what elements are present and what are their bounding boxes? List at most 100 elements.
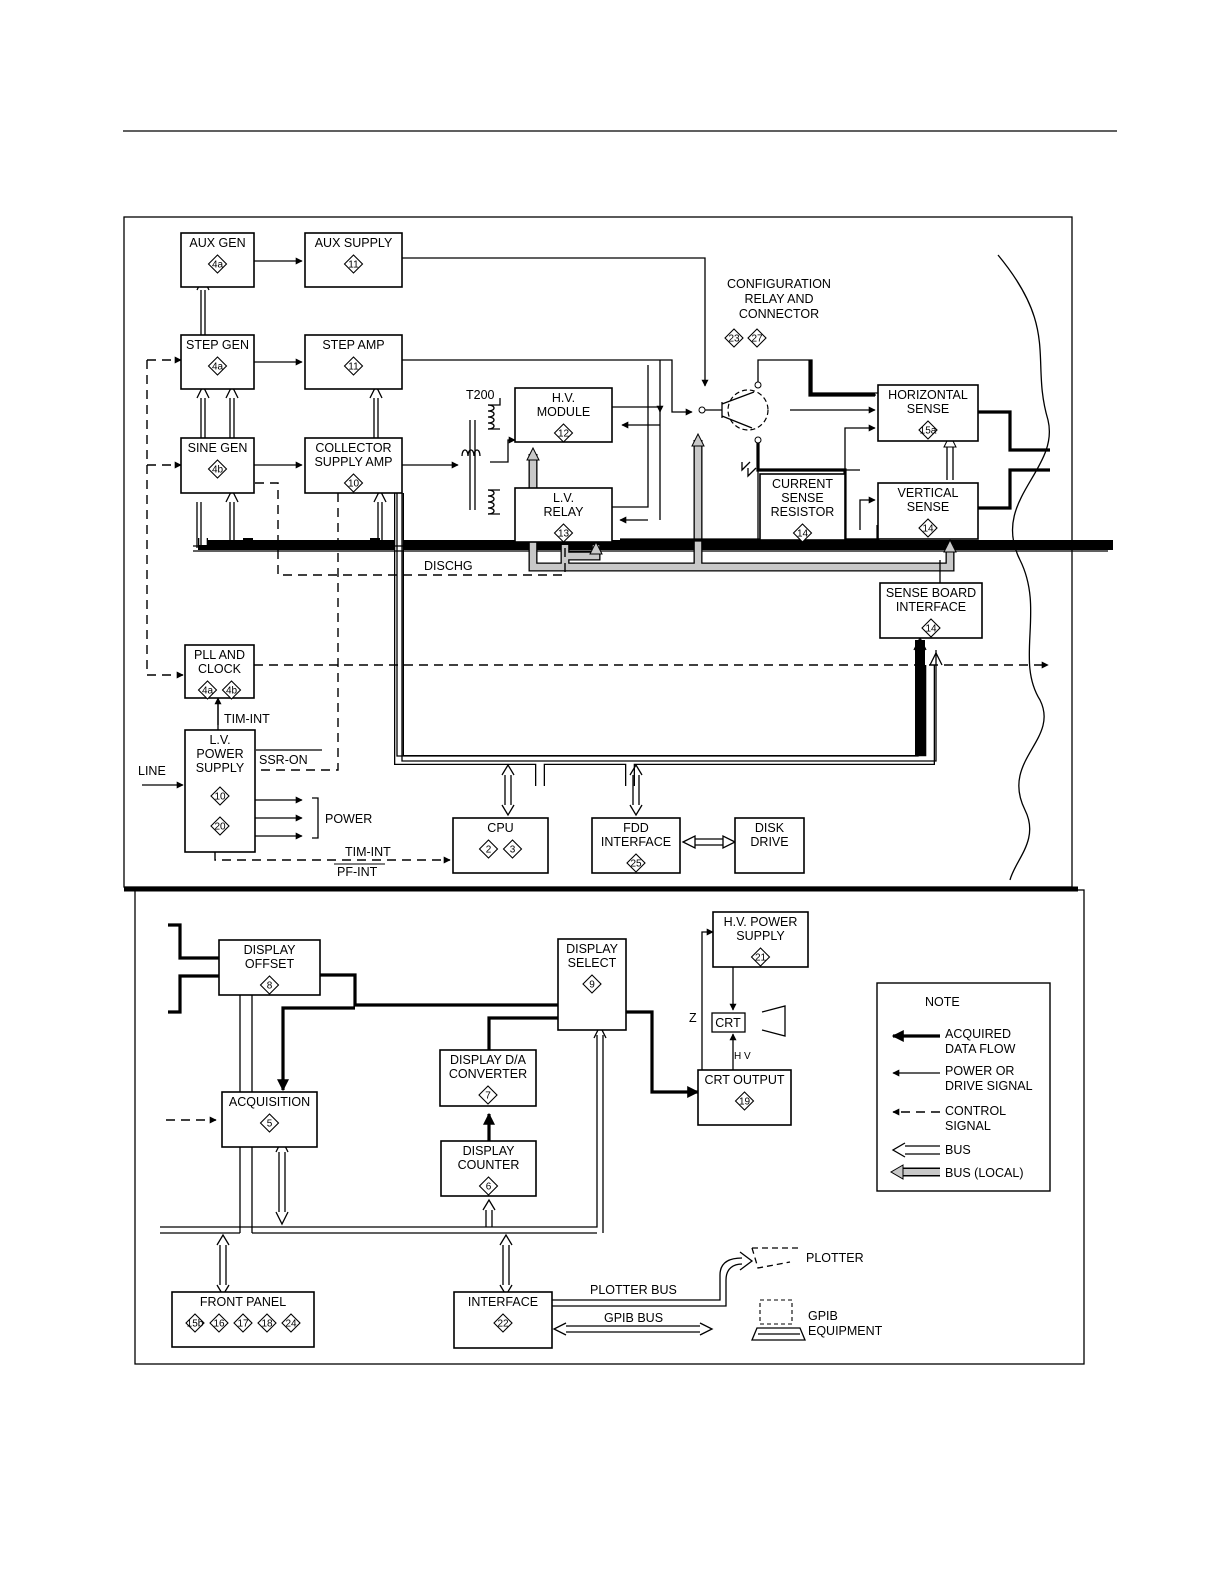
- svg-text:18: 18: [261, 1319, 273, 1330]
- block-hv-module: H.V.MODULE 12: [514, 387, 613, 443]
- block-fdd-interface-label-1: FDD: [623, 821, 649, 835]
- svg-text:14: 14: [922, 524, 934, 535]
- ref-marker-13: 13: [553, 523, 574, 543]
- tim-int-upper-label: TIM-INT: [224, 712, 270, 726]
- block-hv-module-label-2: MODULE: [537, 405, 590, 419]
- svg-text:13: 13: [558, 529, 570, 540]
- power-label: POWER: [325, 812, 372, 826]
- block-lv-relay-label-1: L.V.: [553, 491, 574, 505]
- svg-text:10: 10: [214, 792, 226, 803]
- legend: NOTE ACQUIRED DATA FLOW POWER OR DRIVE S…: [876, 982, 1051, 1192]
- block-display-offset-label-2: OFFSET: [245, 957, 295, 971]
- configuration-label-1: CONFIGURATION: [727, 277, 831, 291]
- block-pll-clock-label-1: PLL AND: [194, 648, 245, 662]
- svg-text:4a: 4a: [212, 362, 224, 373]
- ref-marker-9: 9: [582, 974, 602, 994]
- ref-marker-11: 11: [343, 356, 364, 376]
- plotter-bus-label: PLOTTER BUS: [590, 1283, 677, 1297]
- block-lv-power-supply-label-3: SUPPLY: [196, 761, 245, 775]
- block-fdd-interface-label-2: INTERFACE: [601, 835, 671, 849]
- crt-label: CRT: [715, 1016, 741, 1030]
- svg-text:8: 8: [267, 981, 273, 992]
- legend-label-control-1: CONTROL: [945, 1104, 1006, 1118]
- block-display-select-label-1: DISPLAY: [566, 942, 619, 956]
- block-crt-output-label-1: CRT OUTPUT: [704, 1073, 784, 1087]
- ref-marker-4a: 4a: [207, 356, 228, 376]
- block-step-gen-label-1: STEP GEN: [186, 338, 249, 352]
- legend-label-bus: BUS: [945, 1143, 971, 1157]
- ref-marker-4a: 4a: [197, 680, 218, 700]
- configuration-label-3: CONNECTOR: [739, 307, 819, 321]
- block-horizontal-sense-label-2: SENSE: [907, 402, 949, 416]
- ref-marker-4a: 4a: [207, 254, 228, 274]
- gpib-equipment-label-2: EQUIPMENT: [808, 1324, 883, 1338]
- ref-marker-5: 5: [259, 1113, 280, 1133]
- block-display-offset-label-1: DISPLAY: [244, 943, 297, 957]
- svg-text:4b: 4b: [226, 686, 238, 697]
- hv-label: H V: [734, 1051, 751, 1062]
- svg-text:19: 19: [739, 1097, 751, 1108]
- block-aux-supply-box: [304, 232, 403, 288]
- block-display-da-converter-label-2: CONVERTER: [449, 1067, 527, 1081]
- legend-label-acquired-2: DATA FLOW: [945, 1042, 1016, 1056]
- block-hv-module-label-1: H.V.: [552, 391, 575, 405]
- legend-label-control-2: SIGNAL: [945, 1119, 991, 1133]
- block-collector-supply-amp-label-1: COLLECTOR: [315, 441, 391, 455]
- plotter-label: PLOTTER: [806, 1251, 864, 1265]
- block-current-sense-resistor-label-1: CURRENT: [772, 477, 833, 491]
- svg-text:9: 9: [589, 980, 595, 991]
- ref-marker-8: 8: [259, 975, 280, 995]
- break-line: [997, 254, 1051, 881]
- ref-marker-10: 10: [343, 473, 364, 493]
- block-display-da-converter-label-1: DISPLAY D/A: [450, 1053, 527, 1067]
- svg-text:12: 12: [558, 429, 570, 440]
- block-hv-power-supply-label-2: SUPPLY: [736, 929, 785, 943]
- ref-marker-15a: 15a: [918, 420, 938, 440]
- ref-marker-10: 10: [210, 786, 230, 806]
- ref-marker-4b: 4b: [207, 459, 228, 479]
- svg-text:22: 22: [497, 1319, 509, 1330]
- svg-text:27: 27: [751, 334, 763, 345]
- block-disk-drive-label-1: DISK: [755, 821, 785, 835]
- ref-marker-20: 20: [210, 816, 230, 836]
- block-interface-label-1: INTERFACE: [468, 1295, 538, 1309]
- ref-marker-18: 18: [257, 1313, 277, 1333]
- gpib-equipment-label-1: GPIB: [808, 1309, 838, 1323]
- ref-marker-17: 17: [233, 1313, 253, 1333]
- svg-text:20: 20: [214, 822, 226, 833]
- block-collector-supply-amp-label-2: SUPPLY AMP: [314, 455, 392, 469]
- block-pll-clock-box: [184, 644, 255, 699]
- legend-label-bus-local: BUS (LOCAL): [945, 1166, 1024, 1180]
- block-disk-drive-box: [734, 817, 805, 874]
- svg-text:11: 11: [348, 260, 359, 271]
- block-display-counter-label-1: DISPLAY: [463, 1144, 516, 1158]
- ref-marker-14: 14: [792, 523, 813, 543]
- block-display-select-label-2: SELECT: [568, 956, 617, 970]
- svg-text:2: 2: [486, 845, 492, 856]
- ref-marker-7: 7: [478, 1085, 498, 1105]
- ref-marker-19: 19: [734, 1091, 755, 1111]
- ref-marker-25: 25: [626, 853, 646, 873]
- upper-bus: [198, 493, 1113, 786]
- block-aux-supply-label-1: AUX SUPPLY: [315, 236, 393, 250]
- block-cpu-label-1: CPU: [487, 821, 513, 835]
- tim-int-lower-label: TIM-INT: [345, 845, 391, 859]
- block-hv-power-supply-label-1: H.V. POWER: [724, 915, 798, 929]
